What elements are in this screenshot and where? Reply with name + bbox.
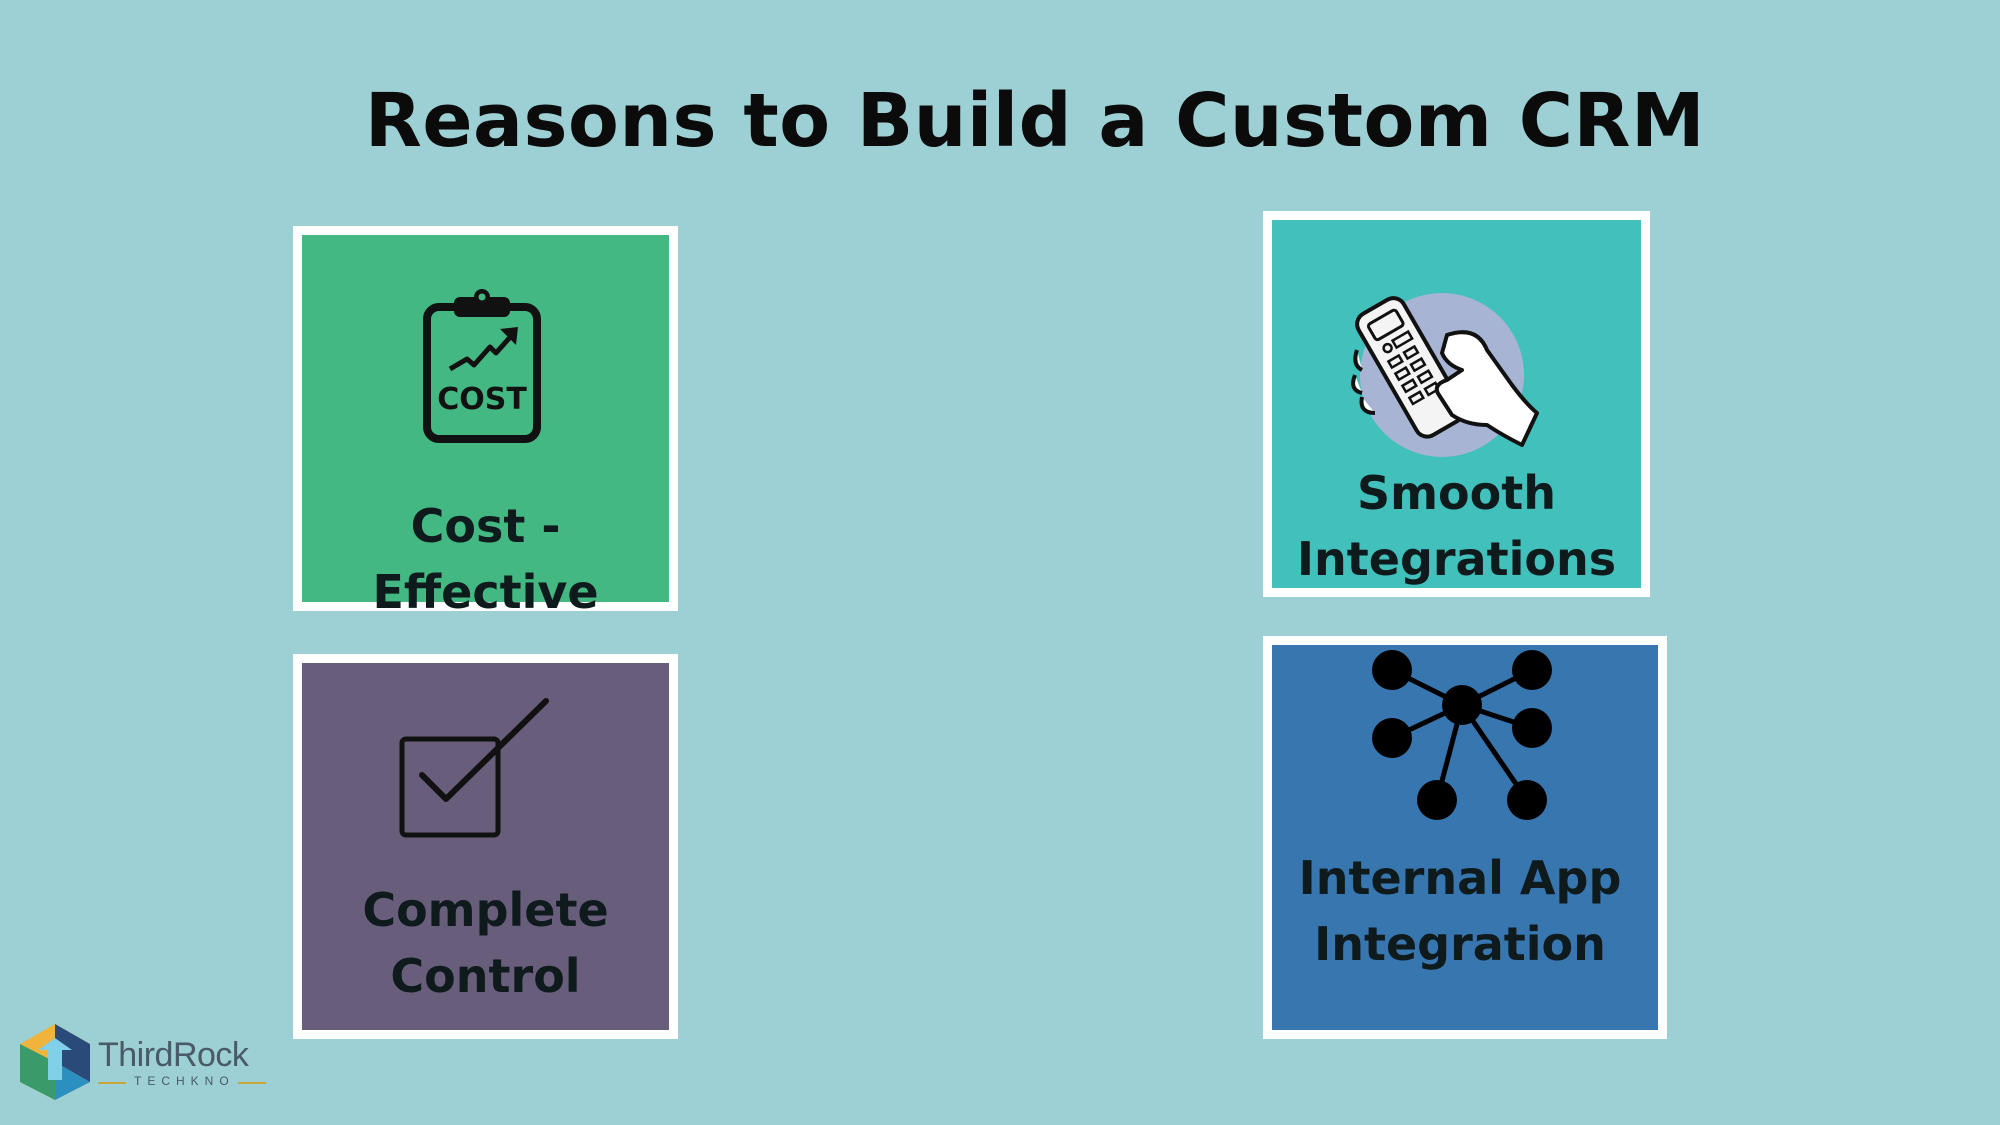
card-control-label: Complete Control (302, 877, 669, 1009)
remote-control-hand-icon (1351, 293, 1539, 457)
logo-subtitle-text: TECHKNO (134, 1074, 235, 1088)
card-smooth-integrations: Smooth Integrations (1263, 211, 1650, 597)
hexagon-logo-icon (20, 1024, 90, 1100)
card-smooth-label-line2: Integrations (1296, 532, 1617, 586)
logo-subtitle: TECHKNO (98, 1074, 268, 1090)
logo-line-right (238, 1082, 266, 1084)
card-smooth-label: Smooth Integrations (1272, 460, 1641, 592)
card-control-label-line2: Control (390, 949, 581, 1003)
card-cost-effective: COST Cost -Effective (293, 226, 678, 619)
logo-name: ThirdRock (98, 1036, 249, 1074)
card-internal-app-integration: Internal App Integration (1263, 636, 1667, 1039)
card-smooth-label-line1: Smooth (1356, 466, 1556, 520)
card-cost-label-text: Cost -Effective (372, 499, 599, 619)
clipboard-cost-icon: COST (423, 289, 541, 443)
card-internal-label-line2: Integration (1314, 917, 1606, 971)
card-complete-control: Complete Control (293, 654, 678, 1039)
card-cost-label: Cost -Effective (302, 493, 669, 625)
company-logo: ThirdRock TECHKNO (18, 1022, 268, 1102)
clipboard-cost-text: COST (437, 382, 527, 417)
checkbox-check-icon (399, 698, 549, 838)
card-internal-label-line1: Internal App (1298, 851, 1622, 905)
card-internal-label: Internal App Integration (1272, 845, 1648, 977)
page-title: Reasons to Build a Custom CRM (364, 78, 1706, 164)
logo-line-left (98, 1082, 126, 1084)
card-control-label-line1: Complete (362, 883, 609, 937)
network-nodes-icon (1372, 650, 1552, 820)
